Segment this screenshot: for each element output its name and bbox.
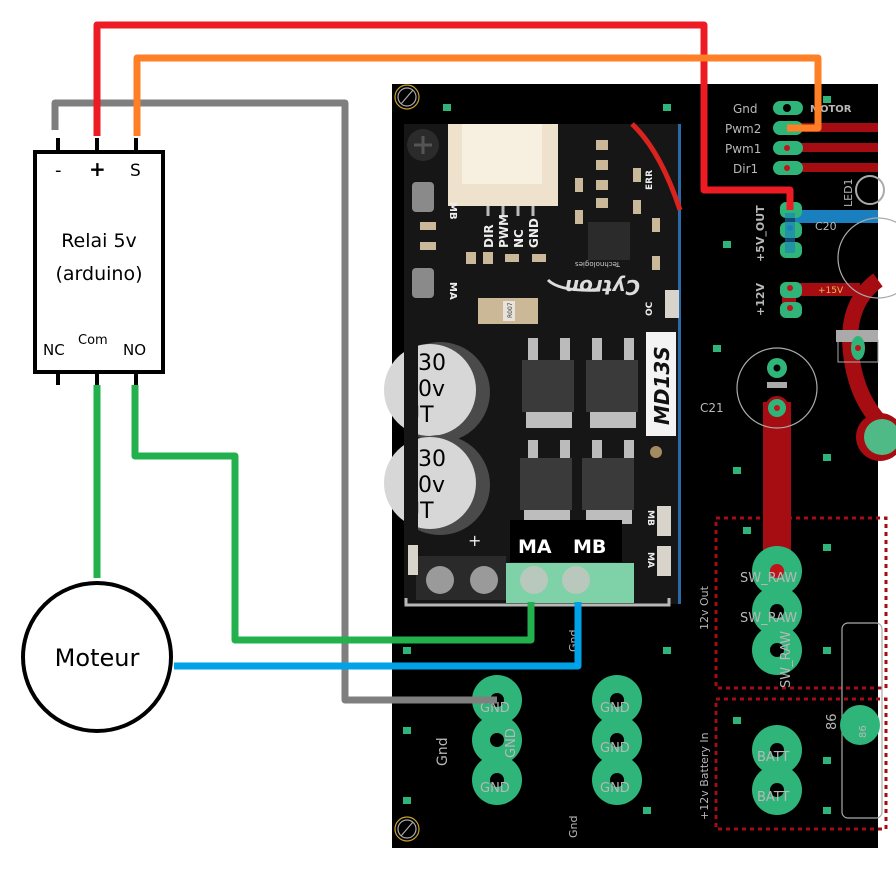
button-mb — [412, 182, 434, 212]
mounting-hole-icon — [394, 84, 420, 110]
wire-motor-to-mb — [174, 602, 582, 670]
pad-label-sw-raw: SW_RAW — [740, 611, 797, 626]
sw-raw-pads: SW_RAW SW_RAW SW_RAW — [740, 546, 802, 688]
batt-pad — [840, 705, 880, 745]
driver-ic — [588, 222, 630, 260]
terminal-screw-mb — [562, 566, 590, 594]
pad-label-gnd: GND — [504, 728, 519, 758]
12v-header: +12V — [754, 282, 802, 318]
led-err-label: ERR — [645, 170, 655, 190]
cytron-sub: Technologies — [575, 260, 621, 268]
zone-battery-in — [714, 697, 888, 831]
c20-outline — [837, 217, 896, 299]
output-label-mb: MB — [573, 536, 606, 558]
driver-power-cable — [630, 122, 683, 211]
zone-12v-out — [714, 516, 888, 690]
header-label-pwm2: Pwm2 — [725, 122, 761, 136]
pad-label-gnd: GND — [480, 701, 510, 716]
output-label-ma: MA — [518, 536, 552, 558]
pcb-board: DIR PWM NC GND MB MA Cytron — [384, 84, 896, 870]
label-5v-out: +5V_OUT — [754, 205, 767, 262]
header-label-pwm1: Pwm1 — [725, 142, 761, 156]
resistor-label: R007 — [507, 302, 514, 318]
label-12v-out: 12v Out — [698, 585, 711, 630]
header-title: MOTOR — [810, 104, 852, 115]
motor-driver-module: DIR PWM NC GND MB MA Cytron — [384, 122, 683, 607]
smd-components — [420, 140, 660, 270]
relay-subtitle: (arduino) — [56, 263, 143, 285]
header-label-gnd: Gnd — [733, 102, 758, 116]
wire-5v — [93, 21, 794, 210]
led-mb-label: MB — [645, 510, 655, 526]
relay-box — [33, 150, 165, 374]
model-label-bg — [646, 332, 676, 436]
header-pin-pwm: PWM — [497, 214, 511, 248]
mounting-hole-icon — [394, 816, 420, 842]
relay-module: - + S Relai 5v (arduino) NC Com NO — [33, 138, 165, 385]
relay-pin-s: S — [130, 161, 141, 181]
label-86: 86 — [825, 713, 840, 730]
relay-pin-no: NO — [123, 341, 146, 359]
relay-title: Relai 5v — [61, 230, 137, 252]
terminal-screw-ma — [520, 566, 548, 594]
batt-pads: BATT BATT — [752, 725, 802, 815]
label-15v: +15V — [818, 286, 844, 296]
label-gnd-vertical: Gnd — [435, 737, 451, 766]
button-ma-label: MA — [447, 282, 458, 300]
label-c21: C21 — [700, 401, 724, 415]
wires — [51, 21, 822, 704]
relay-pin-minus: - — [55, 160, 62, 181]
label-led1: LED1 — [842, 178, 855, 207]
motor-circle — [21, 581, 173, 733]
cytron-logo: Cytron — [565, 275, 640, 299]
wire-ground — [51, 99, 497, 704]
pad-label-gnd: GND — [600, 781, 630, 796]
motor-label: Moteur — [55, 644, 140, 672]
pad-label-batt: BATT — [757, 750, 790, 765]
plus-marking: + — [468, 531, 481, 550]
pad-label-sw-raw: SW_RAW — [740, 571, 797, 586]
mosfets — [520, 338, 638, 524]
capacitor-c21: C21 — [700, 347, 818, 429]
pad-label-batt: BATT — [757, 790, 790, 805]
button-mb-label: MB — [447, 202, 458, 220]
relay-pin-com: Com — [78, 333, 108, 348]
pad-label-gnd: GND — [600, 741, 630, 756]
pad-label-gnd: GND — [480, 781, 510, 796]
relay-pin-nc: NC — [43, 341, 65, 359]
header-pin-dir: DIR — [482, 224, 496, 248]
label-gnd-vertical: Gnd — [567, 816, 580, 838]
output-label-box — [510, 520, 622, 562]
button-ma — [412, 268, 434, 298]
label-c20: C20 — [815, 220, 837, 233]
wire-no-to-ma — [131, 385, 535, 644]
header-pin-gnd: GND — [527, 218, 541, 248]
pad-label-gnd: GND — [600, 701, 630, 716]
wire-signal — [133, 54, 822, 136]
header-pin-nc: NC — [512, 229, 526, 248]
via-markers — [403, 96, 831, 814]
label-86: 86 — [858, 725, 869, 738]
relay-pin-plus: + — [89, 157, 106, 181]
header-label-dir1: Dir1 — [733, 162, 758, 176]
motor: Moteur — [21, 581, 173, 733]
gnd-pads: GND GND GND GND GND GND — [472, 675, 642, 805]
led-oc-label: OC — [645, 301, 655, 316]
pcb-trace-blue — [795, 210, 878, 223]
image-edge — [878, 84, 896, 870]
label-battery-in: +12v Battery In — [698, 732, 711, 820]
model-label: MD13S — [650, 346, 674, 425]
label-12v: +12V — [754, 282, 767, 316]
led-ma-label: MA — [645, 552, 655, 568]
pad-label-sw-raw: SW_RAW — [779, 631, 794, 688]
module-outline — [404, 598, 671, 607]
